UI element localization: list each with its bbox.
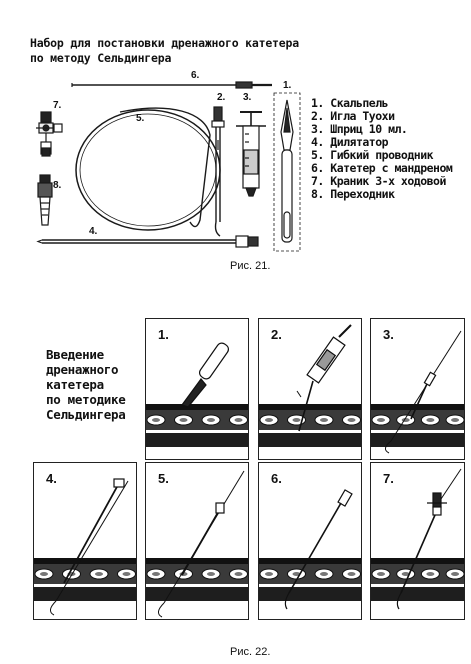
step-5-drawing: [146, 470, 248, 618]
figure-21-title: Набор для постановки дренажного катетера…: [30, 36, 299, 66]
figure-22-title-line: дренажного: [46, 362, 119, 377]
legend-item: 1. Скальпель: [311, 96, 389, 110]
legend-item: 7. Краник 3-х ходовой: [311, 174, 446, 188]
figure-22-title-line: Введение: [46, 347, 104, 362]
step-number: 7.: [383, 471, 394, 486]
label-item-6: 6.: [191, 70, 200, 81]
figure-22-title-line: катетера: [46, 377, 104, 392]
instrument-legend: 1. Скальпель 2. Игла Туохи 3. Шприц 10 м…: [311, 96, 453, 201]
tuohy-needle: [211, 106, 225, 237]
step-panel-7: 7.: [370, 462, 465, 620]
step-4-drawing: [34, 478, 136, 616]
legend-item: 3. Шприц 10 мл.: [311, 122, 408, 136]
step-number: 4.: [46, 471, 57, 486]
label-item-1: 1.: [283, 80, 292, 91]
label-item-3: 3.: [243, 92, 252, 103]
instrument-kit-drawing: [36, 81, 301, 252]
figure-22-title-line: по методике: [46, 392, 126, 407]
step-6-drawing: [259, 489, 361, 610]
dilator: [36, 235, 259, 248]
flexible-guidewire: [75, 107, 221, 231]
figure-22-title: Введение дренажного катетера по методике…: [46, 347, 126, 422]
step-panel-2: 2.: [258, 318, 362, 460]
scalpel: [273, 92, 301, 252]
step-number: 1.: [158, 327, 169, 342]
figure-21-title-line2: по методу Сельдингера: [30, 51, 172, 65]
legend-item: 8. Переходник: [311, 187, 395, 201]
step-number: 2.: [271, 327, 282, 342]
step-panel-4: 4.: [33, 462, 137, 620]
step-number: 5.: [158, 471, 169, 486]
legend-item: 5. Гибкий проводник: [311, 148, 434, 162]
step-panel-5: 5.: [145, 462, 249, 620]
step-7-drawing: [371, 468, 464, 610]
instrument-kit-illustration: [0, 0, 471, 300]
syringe: [236, 111, 266, 197]
step-3-drawing: [371, 330, 464, 454]
figure-21-caption: Рис. 21.: [230, 260, 271, 272]
step-panel-3: 3.: [370, 318, 465, 460]
figure-22-title-line: Сельдингера: [46, 407, 126, 422]
step-number: 6.: [271, 471, 282, 486]
label-item-5: 5.: [136, 113, 145, 124]
step-number: 3.: [383, 327, 394, 342]
step-panel-6: 6.: [258, 462, 362, 620]
step-panel-1: 1.: [145, 318, 249, 460]
step-1-drawing: [146, 342, 248, 447]
figure-22-caption: Рис. 22.: [230, 646, 271, 658]
catheter-with-mandrel: [71, 81, 272, 89]
figure-21-title-line1: Набор для постановки дренажного катетера: [30, 36, 299, 50]
adapter: [37, 174, 53, 226]
label-item-7: 7.: [53, 100, 62, 111]
step-2-drawing: [259, 324, 361, 447]
label-item-2: 2.: [217, 92, 226, 103]
label-item-4: 4.: [89, 226, 98, 237]
legend-item: 2. Игла Туохи: [311, 109, 395, 123]
three-way-stopcock: [36, 111, 63, 157]
legend-item: 4. Дилятатор: [311, 135, 389, 149]
legend-item: 6. Катетер с мандреном: [311, 161, 453, 175]
label-item-8: 8.: [53, 180, 62, 191]
